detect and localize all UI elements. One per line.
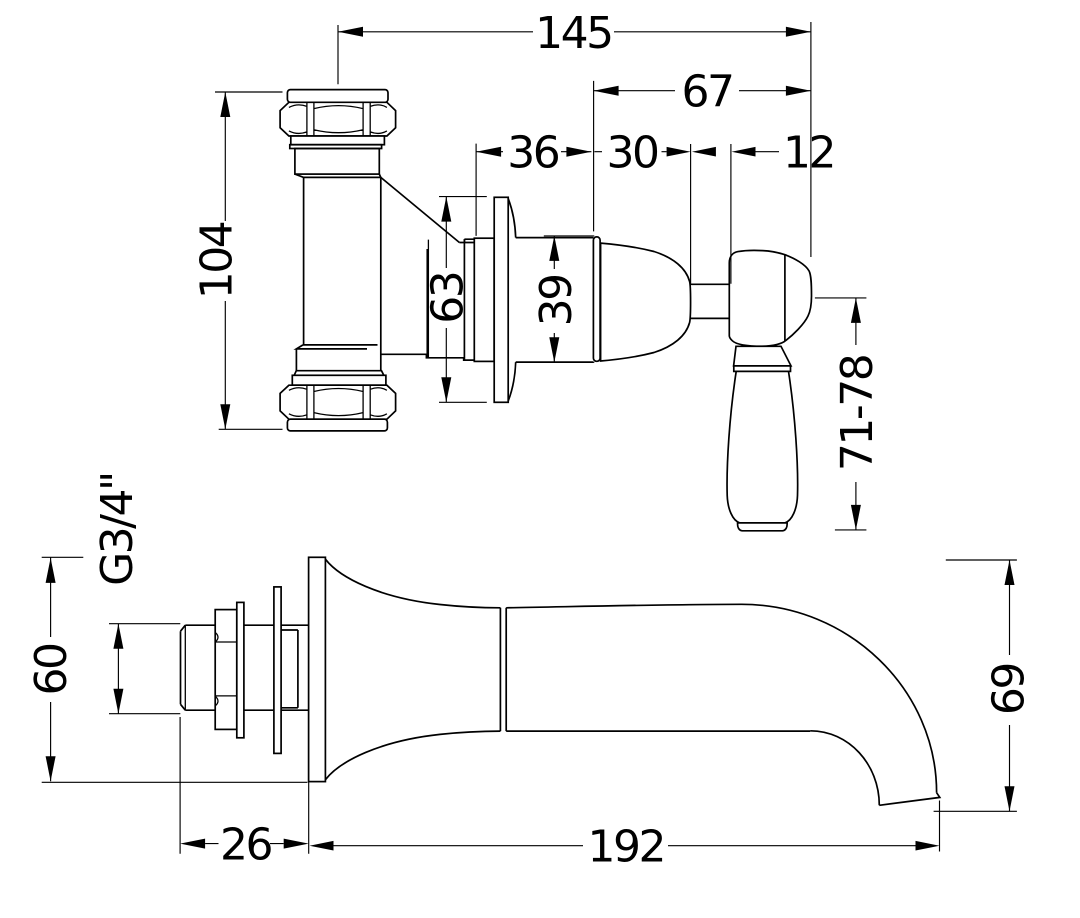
spout-inner-curve	[810, 729, 881, 806]
dim-26-lines	[179, 717, 310, 854]
bottom-cap	[286, 418, 389, 432]
dim-192-arrow-right	[915, 840, 940, 851]
dim-36-label: 36	[507, 128, 558, 179]
dim-60-lines	[41, 556, 308, 783]
dim-67-arrow-right	[785, 85, 811, 96]
top-nut-facets	[288, 102, 388, 136]
spout-body	[307, 556, 942, 807]
dim-12-lines	[730, 144, 779, 284]
dim-145-arrow-left	[338, 26, 363, 37]
flange-dome	[507, 198, 517, 402]
spout-outer-curve	[741, 603, 938, 793]
dim-30-label: 30	[607, 128, 658, 179]
flange-collar-b	[473, 237, 496, 363]
dim-36-arrow-left	[476, 146, 502, 157]
dim-12-label: 12	[783, 128, 834, 179]
lever-handle	[726, 370, 799, 524]
dim-60-arrow-bottom	[45, 756, 56, 782]
bottom-compression-nut	[279, 384, 397, 421]
spout-view: 60 G3/4" 26 192 69	[26, 473, 1034, 872]
dim-12-arrow-outer	[731, 146, 756, 157]
dim-104-label: 104	[192, 222, 243, 299]
spout-connector	[179, 586, 309, 755]
body-bottom-jogs	[380, 353, 475, 361]
dim-63-arrow-top	[441, 196, 452, 222]
pipe-body-sides	[302, 177, 382, 371]
spindle	[687, 283, 730, 320]
locknut-facets	[214, 631, 237, 707]
dim-39-arrow-bottom	[549, 337, 560, 363]
dim-69-arrow-top	[1004, 560, 1015, 585]
dim-39-arrow-top	[549, 235, 560, 261]
valve-handle-assembly	[592, 236, 813, 532]
body-top-jog	[459, 238, 475, 244]
spout-mouth	[879, 792, 942, 807]
escutcheon-plate	[493, 196, 510, 404]
dim-12-arrow-inner	[691, 146, 716, 157]
dim-71-78-arrow-bottom	[850, 504, 861, 530]
dim-26-arrow-left	[180, 838, 206, 849]
bonnet-cone	[599, 242, 692, 362]
shank-washer-outer	[273, 586, 282, 755]
bottom-step-ring	[293, 344, 378, 371]
dim-36-arrow-right	[566, 146, 592, 157]
handle-collar	[732, 345, 793, 367]
top-cap	[286, 88, 389, 104]
dim-g34-label: G3/4"	[92, 473, 143, 586]
dim-26-label: 26	[220, 820, 271, 871]
bottom-nut-facets	[288, 385, 388, 419]
dim-145-label: 145	[535, 8, 611, 59]
dim-30-lines	[594, 144, 692, 284]
valve-view: 145 67 104 36 30 12 63	[192, 8, 883, 532]
dim-104-arrow-bottom	[220, 404, 231, 430]
dim-63-label: 63	[422, 273, 473, 324]
bottom-nut-collar	[291, 374, 387, 387]
dim-60-arrow-top	[45, 557, 56, 583]
shank-locknut	[214, 608, 238, 731]
dim-71-78-label: 71-78	[832, 356, 883, 471]
dim-69-lines	[933, 559, 1017, 812]
dim-69-arrow-bottom	[1004, 786, 1015, 812]
handle-ball	[728, 249, 813, 348]
bottom-shoulder	[293, 369, 385, 376]
thread-shank	[179, 624, 309, 712]
dim-104-arrow-top	[220, 92, 231, 117]
body-thread-steps	[426, 239, 430, 358]
dim-63-lines	[439, 196, 487, 403]
top-body-section	[294, 147, 381, 175]
valve-dimensions: 145 67 104 36 30 12 63	[192, 8, 883, 531]
dim-39-lines	[543, 235, 595, 363]
dim-63-arrow-bottom	[441, 377, 452, 403]
spout-seam	[499, 607, 508, 732]
dim-192-lines	[333, 800, 941, 852]
shank-inner-neck	[281, 629, 299, 709]
dim-67-arrow-left	[593, 85, 619, 96]
dim-104-lines	[215, 91, 283, 430]
lever-tip-cap	[736, 522, 788, 532]
dim-69-label: 69	[983, 664, 1034, 715]
dim-71-78-lines	[814, 297, 867, 531]
shank-washer-inner	[235, 601, 245, 739]
top-compression-nut	[279, 101, 397, 137]
dim-g34-arrow-top	[113, 623, 124, 649]
dim-30-arrow-right	[666, 146, 691, 157]
spout-flare	[324, 558, 501, 781]
valve-tee-pipe	[279, 88, 397, 432]
dim-g34-arrow-bottom	[113, 688, 124, 714]
bonnet-base-ring	[592, 236, 601, 363]
dim-192-label: 192	[588, 822, 664, 873]
dim-60-label: 60	[26, 644, 77, 695]
spout-top-edge	[506, 603, 742, 609]
dim-67-label: 67	[682, 67, 733, 118]
dim-26-arrow-right	[283, 838, 309, 849]
dim-145-lines	[337, 22, 812, 257]
dim-39-label: 39	[531, 275, 582, 326]
spout-wall-plate	[307, 556, 327, 783]
dim-192-arrow-left	[309, 840, 334, 851]
dim-71-78-arrow-top	[850, 297, 861, 323]
top-nut-collar	[289, 135, 386, 146]
spout-dimensions: 60 G3/4" 26 192 69	[26, 473, 1034, 872]
dim-145-arrow-right	[785, 26, 811, 37]
